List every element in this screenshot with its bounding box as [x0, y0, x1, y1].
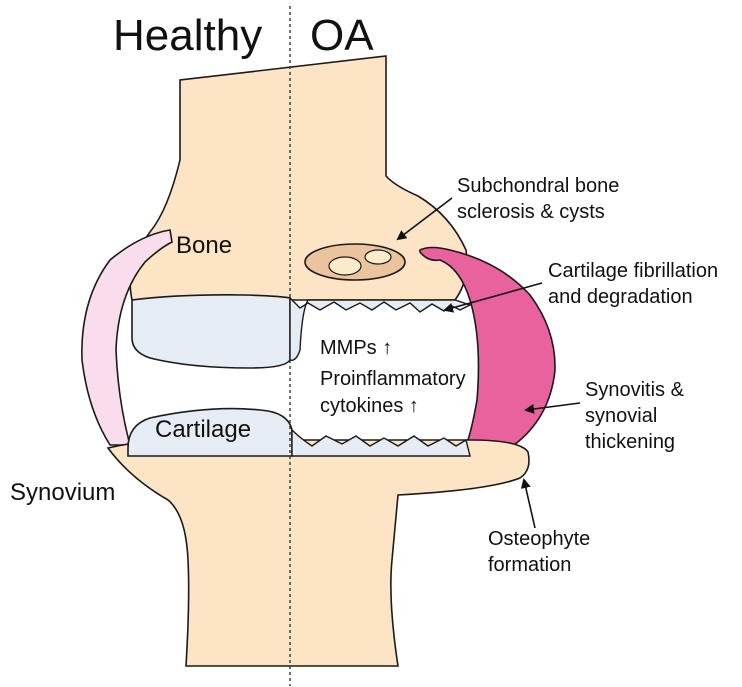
label-mmps: MMPs ↑ [320, 337, 392, 359]
label-synovitis-1: Synovitis & [585, 379, 685, 401]
upper-bone [130, 56, 467, 300]
upper-cartilage-healthy [132, 295, 290, 368]
label-bone: Bone [176, 232, 232, 259]
label-subchondral-2: sclerosis & cysts [457, 201, 605, 223]
header-oa: OA [310, 11, 374, 60]
label-synovitis-2: synovial [585, 405, 657, 427]
label-fibrillation-2: and degradation [548, 286, 693, 308]
cyst-1 [329, 257, 361, 275]
label-proinflammatory: Proinflammatory [320, 368, 466, 390]
label-cytokines: cytokines ↑ [320, 395, 419, 417]
header-healthy: Healthy [113, 11, 262, 60]
label-cartilage: Cartilage [155, 416, 251, 443]
lower-bone [108, 440, 529, 666]
arrow-osteophyte [524, 480, 535, 528]
label-subchondral-1: Subchondral bone [457, 175, 619, 197]
label-osteophyte-2: formation [488, 554, 571, 576]
label-osteophyte-1: Osteophyte [488, 528, 590, 550]
cyst-2 [365, 250, 391, 264]
label-synovium: Synovium [10, 479, 115, 506]
label-fibrillation-1: Cartilage fibrillation [548, 260, 718, 282]
lower-cartilage-oa [292, 430, 470, 456]
label-synovitis-3: thickening [585, 431, 675, 453]
